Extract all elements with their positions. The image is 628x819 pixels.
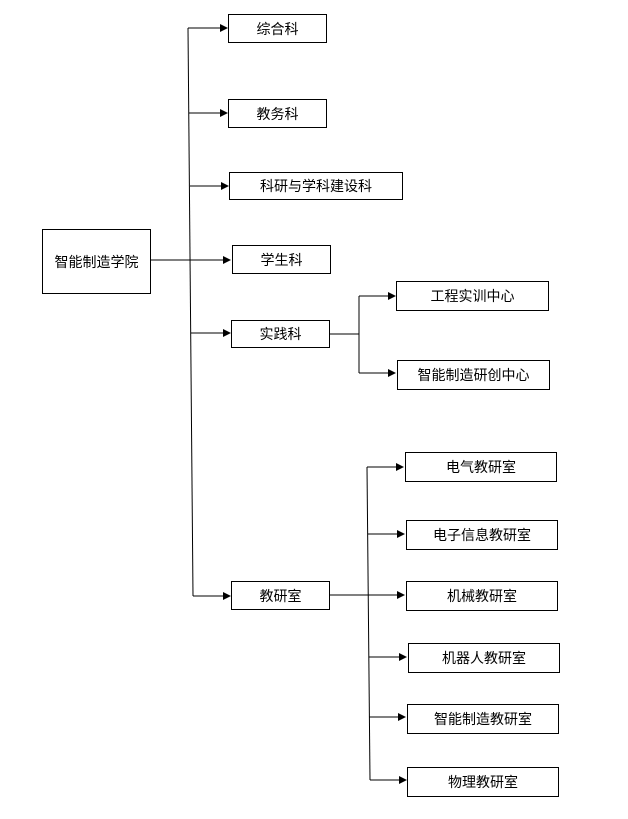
teaching-child-node-6: 物理教研室 — [407, 767, 559, 797]
department-node-label: 学生科 — [260, 252, 303, 269]
teaching-child-node-4: 机器人教研室 — [408, 643, 560, 673]
teaching-child-node-5: 智能制造教研室 — [407, 704, 559, 734]
department-node-3: 科研与学科建设科 — [229, 172, 403, 200]
department-node-5: 实践科 — [231, 320, 330, 348]
department-node-1: 综合科 — [228, 14, 327, 43]
department-node-label: 科研与学科建设科 — [260, 179, 372, 195]
department-node-label: 实践科 — [259, 327, 302, 343]
teaching-child-node-1: 电气教研室 — [405, 452, 557, 482]
main-trunk-line — [187, 27, 194, 597]
teaching-child-label: 机器人教研室 — [442, 651, 526, 667]
teaching-child-node-2: 电子信息教研室 — [406, 520, 558, 550]
teaching-child-label: 电气教研室 — [446, 460, 516, 476]
department-node-label: 综合科 — [256, 21, 299, 38]
teaching-child-label: 机械教研室 — [447, 589, 517, 605]
teaching-trunk — [366, 466, 371, 781]
department-node-4: 学生科 — [232, 245, 331, 274]
department-node-label: 教务科 — [256, 106, 299, 123]
teaching-child-node-3: 机械教研室 — [406, 581, 558, 611]
teaching-child-label: 物理教研室 — [448, 775, 518, 791]
root-node: 智能制造学院 — [42, 229, 151, 294]
practice-child-node-1: 工程实训中心 — [396, 281, 549, 311]
department-node-label: 教研室 — [259, 588, 302, 605]
practice-child-label: 智能制造研创中心 — [417, 368, 530, 384]
department-node-2: 教务科 — [228, 99, 327, 128]
practice-child-label: 工程实训中心 — [430, 289, 515, 305]
root-node-label: 智能制造学院 — [54, 254, 139, 271]
practice-child-node-2: 智能制造研创中心 — [397, 360, 550, 390]
teaching-child-label: 电子信息教研室 — [433, 528, 531, 544]
teaching-child-label: 智能制造教研室 — [434, 712, 532, 728]
department-node-6: 教研室 — [231, 581, 330, 610]
